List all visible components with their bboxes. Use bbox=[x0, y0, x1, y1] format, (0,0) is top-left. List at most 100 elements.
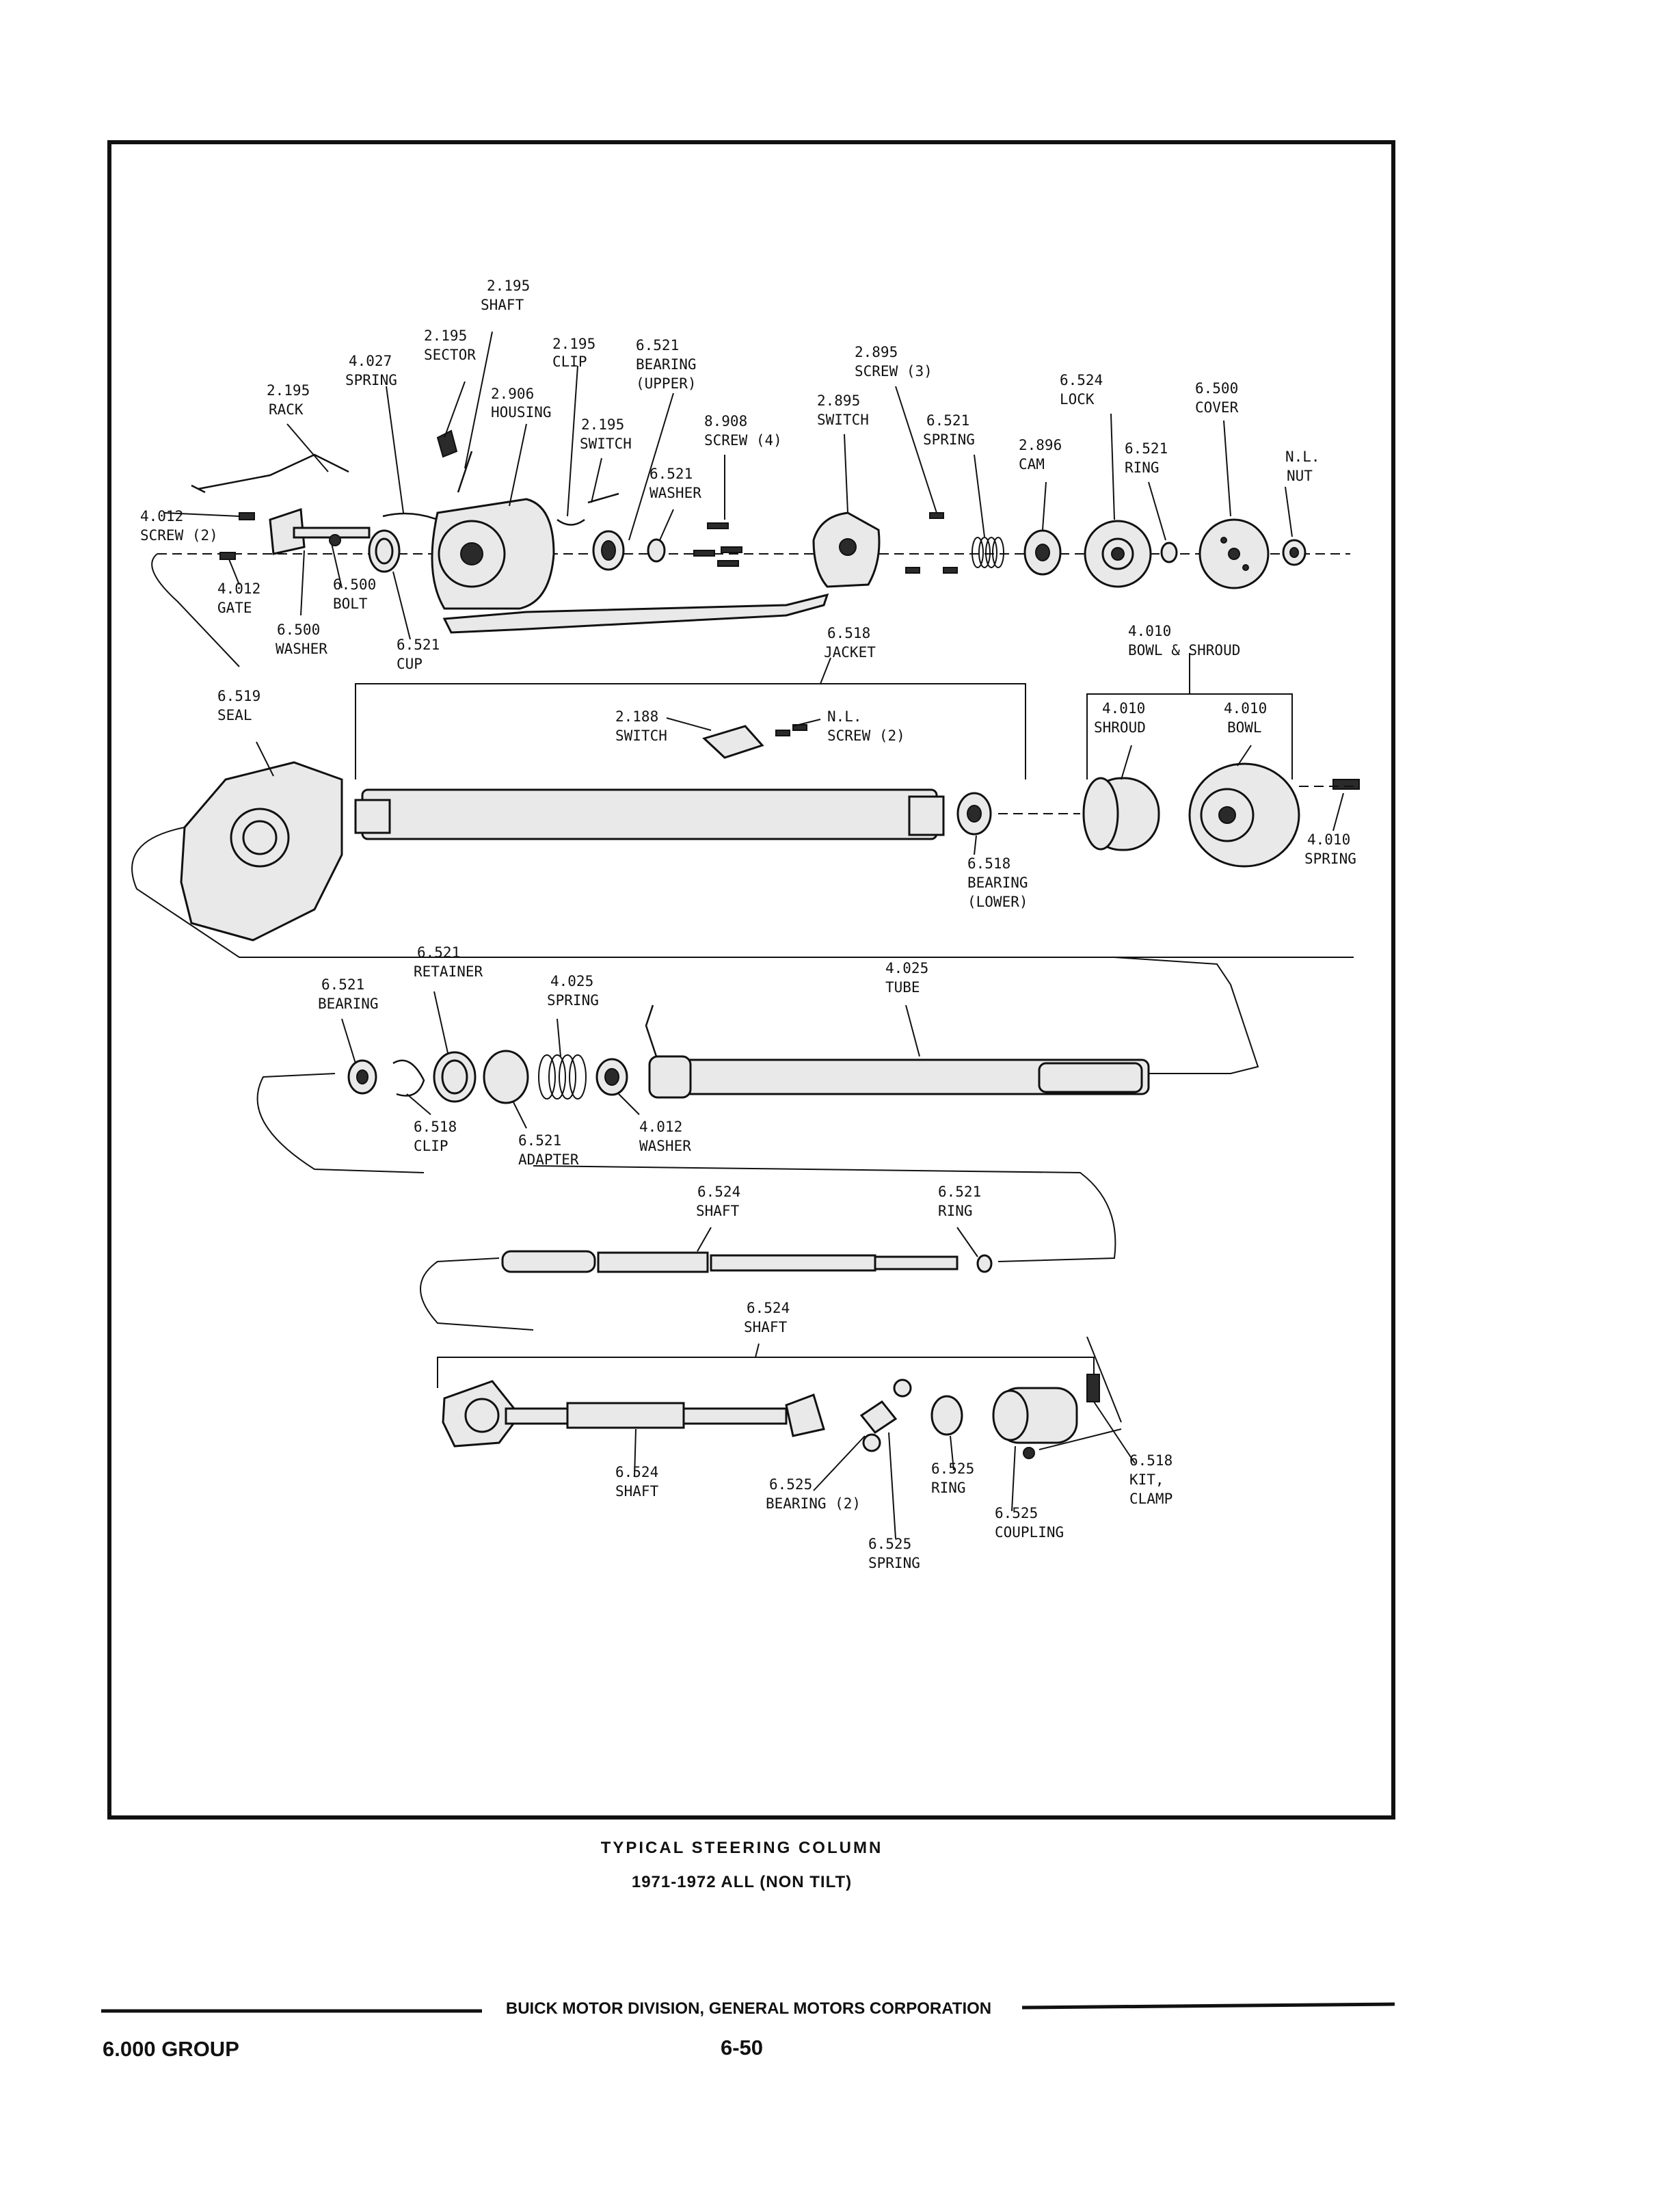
part-p03-num: 2.195 bbox=[552, 336, 595, 352]
part-p40-num: 6.524 bbox=[697, 1184, 740, 1200]
part-p04-name2: (UPPER) bbox=[636, 375, 697, 392]
part-p28-name: SCREW (2) bbox=[827, 728, 905, 744]
part-p07-name: RACK bbox=[269, 401, 304, 418]
part-p12-name: SPRING bbox=[923, 431, 975, 448]
part-p22-name: WASHER bbox=[276, 641, 327, 657]
part-p46-num: 6.525 bbox=[868, 1536, 911, 1552]
part-p29-num: 4.010 bbox=[1102, 700, 1145, 717]
part-p06-name: HOUSING bbox=[491, 404, 552, 421]
part-p41-name: RING bbox=[938, 1203, 973, 1219]
part-p27-name: SWITCH bbox=[615, 728, 667, 744]
part-p47-name: COUPLING bbox=[995, 1524, 1064, 1541]
part-p09-num: 8.908 bbox=[704, 413, 747, 429]
part-p26-name: SEAL bbox=[217, 707, 252, 723]
part-p20-num: 4.012 bbox=[217, 581, 260, 597]
part-p46-name: SPRING bbox=[868, 1555, 920, 1571]
part-p32-name: BEARING bbox=[967, 875, 1028, 891]
part-p02-name: SECTOR bbox=[424, 347, 476, 363]
part-p10-name: SCREW (3) bbox=[855, 363, 933, 379]
part-p45-num: 6.525 bbox=[931, 1461, 974, 1477]
part-p06-num: 2.906 bbox=[491, 386, 534, 402]
part-p39-num: 4.012 bbox=[639, 1119, 682, 1135]
caption-title: TYPICAL STEERING COLUMN bbox=[601, 1839, 883, 1857]
part-p05-num: 4.027 bbox=[349, 353, 392, 369]
row1-parts bbox=[151, 429, 1350, 667]
part-p03-name: CLIP bbox=[552, 354, 587, 370]
part-p44-num: 6.525 bbox=[769, 1476, 812, 1493]
row5-leaders bbox=[634, 1343, 1136, 1539]
part-p22-num: 6.500 bbox=[277, 622, 320, 638]
footer-rule-right bbox=[1021, 2002, 1395, 2010]
part-p32-num: 6.518 bbox=[967, 855, 1010, 872]
part-p29-name: SHROUD bbox=[1094, 719, 1146, 736]
part-p47-num: 6.525 bbox=[995, 1505, 1038, 1521]
part-p08-num: 2.195 bbox=[581, 416, 624, 433]
part-p26-num: 6.519 bbox=[217, 688, 260, 704]
part-p05-name: SPRING bbox=[345, 372, 397, 388]
part-p14-name: COVER bbox=[1195, 399, 1239, 416]
part-p48-num: 6.518 bbox=[1129, 1452, 1172, 1469]
part-p21-num: 6.500 bbox=[333, 576, 376, 593]
part-p43-num: 6.524 bbox=[615, 1464, 658, 1480]
part-p25-num: 4.010 bbox=[1128, 623, 1171, 639]
part-p27-num: 2.188 bbox=[615, 708, 658, 725]
part-p40-name: SHAFT bbox=[696, 1203, 740, 1219]
part-p48-name: KIT, bbox=[1129, 1471, 1164, 1488]
part-p39-name: WASHER bbox=[639, 1138, 691, 1154]
row3-leaders bbox=[341, 991, 920, 1129]
part-p30-num: 4.010 bbox=[1224, 700, 1267, 717]
part-p08-name: SWITCH bbox=[580, 436, 632, 452]
caption-subtitle: 1971-1972 ALL (NON TILT) bbox=[632, 1873, 852, 1891]
part-p23-name: CUP bbox=[397, 656, 423, 672]
part-p38-num: 6.521 bbox=[518, 1132, 561, 1149]
part-p04-name: BEARING bbox=[636, 356, 697, 373]
part-p09-name: SCREW (4) bbox=[704, 432, 782, 449]
part-labels: 2.195 SHAFT 2.195 SECTOR 2.195 CLIP 6.52… bbox=[140, 278, 1356, 1571]
part-p28-num: N.L. bbox=[827, 708, 862, 725]
row4-parts bbox=[420, 1165, 1116, 1331]
part-p32-name2: (LOWER) bbox=[967, 894, 1028, 910]
part-p34-num: 4.025 bbox=[885, 960, 928, 976]
part-p19-name: SCREW (2) bbox=[140, 527, 218, 544]
part-p35-name: BEARING bbox=[318, 996, 379, 1012]
part-p24-name: JACKET bbox=[824, 644, 876, 661]
row1-leaders bbox=[163, 331, 1293, 640]
row4-leaders bbox=[697, 1227, 978, 1257]
part-p43-name: SHAFT bbox=[615, 1483, 659, 1500]
part-p31-name: SPRING bbox=[1304, 851, 1356, 867]
part-p35-num: 6.521 bbox=[321, 976, 364, 993]
row2-parts bbox=[131, 653, 1360, 958]
part-p41-num: 6.521 bbox=[938, 1184, 981, 1200]
part-p37-num: 6.518 bbox=[414, 1119, 457, 1135]
part-p17-num: N.L. bbox=[1285, 449, 1320, 465]
row5-parts bbox=[437, 1336, 1122, 1459]
part-p42-name: SHAFT bbox=[744, 1319, 788, 1335]
part-p34-name: TUBE bbox=[885, 979, 920, 996]
part-p16-name: RING bbox=[1125, 459, 1160, 476]
part-p42-num: 6.524 bbox=[747, 1300, 790, 1316]
part-p24-num: 6.518 bbox=[827, 625, 870, 641]
part-p10-num: 2.895 bbox=[855, 344, 898, 360]
part-p48-name2: CLAMP bbox=[1129, 1491, 1172, 1507]
part-p30-name: BOWL bbox=[1227, 719, 1262, 736]
part-p36-num: 4.025 bbox=[550, 973, 593, 989]
part-p19-num: 4.012 bbox=[140, 508, 183, 524]
part-p18-name: WASHER bbox=[649, 485, 701, 501]
part-p23-num: 6.521 bbox=[397, 637, 440, 653]
part-p21-name: BOLT bbox=[333, 596, 368, 612]
part-p16-num: 6.521 bbox=[1125, 440, 1168, 457]
part-p45-name: RING bbox=[931, 1480, 966, 1496]
part-p11-name: SWITCH bbox=[817, 412, 869, 428]
part-p04-num: 6.521 bbox=[636, 337, 679, 354]
part-p11-num: 2.895 bbox=[817, 392, 860, 409]
part-p02-num: 2.195 bbox=[424, 328, 467, 344]
part-p13-name: LOCK bbox=[1060, 391, 1095, 408]
part-p18-num: 6.521 bbox=[649, 466, 693, 482]
part-p12-num: 6.521 bbox=[926, 412, 969, 429]
part-p31-num: 4.010 bbox=[1307, 831, 1350, 848]
footer-page-number: 6-50 bbox=[721, 2036, 763, 2060]
part-p33-name: RETAINER bbox=[414, 963, 483, 980]
part-p38-name: ADAPTER bbox=[518, 1151, 579, 1168]
footer-group: 6.000 GROUP bbox=[103, 2037, 239, 2061]
